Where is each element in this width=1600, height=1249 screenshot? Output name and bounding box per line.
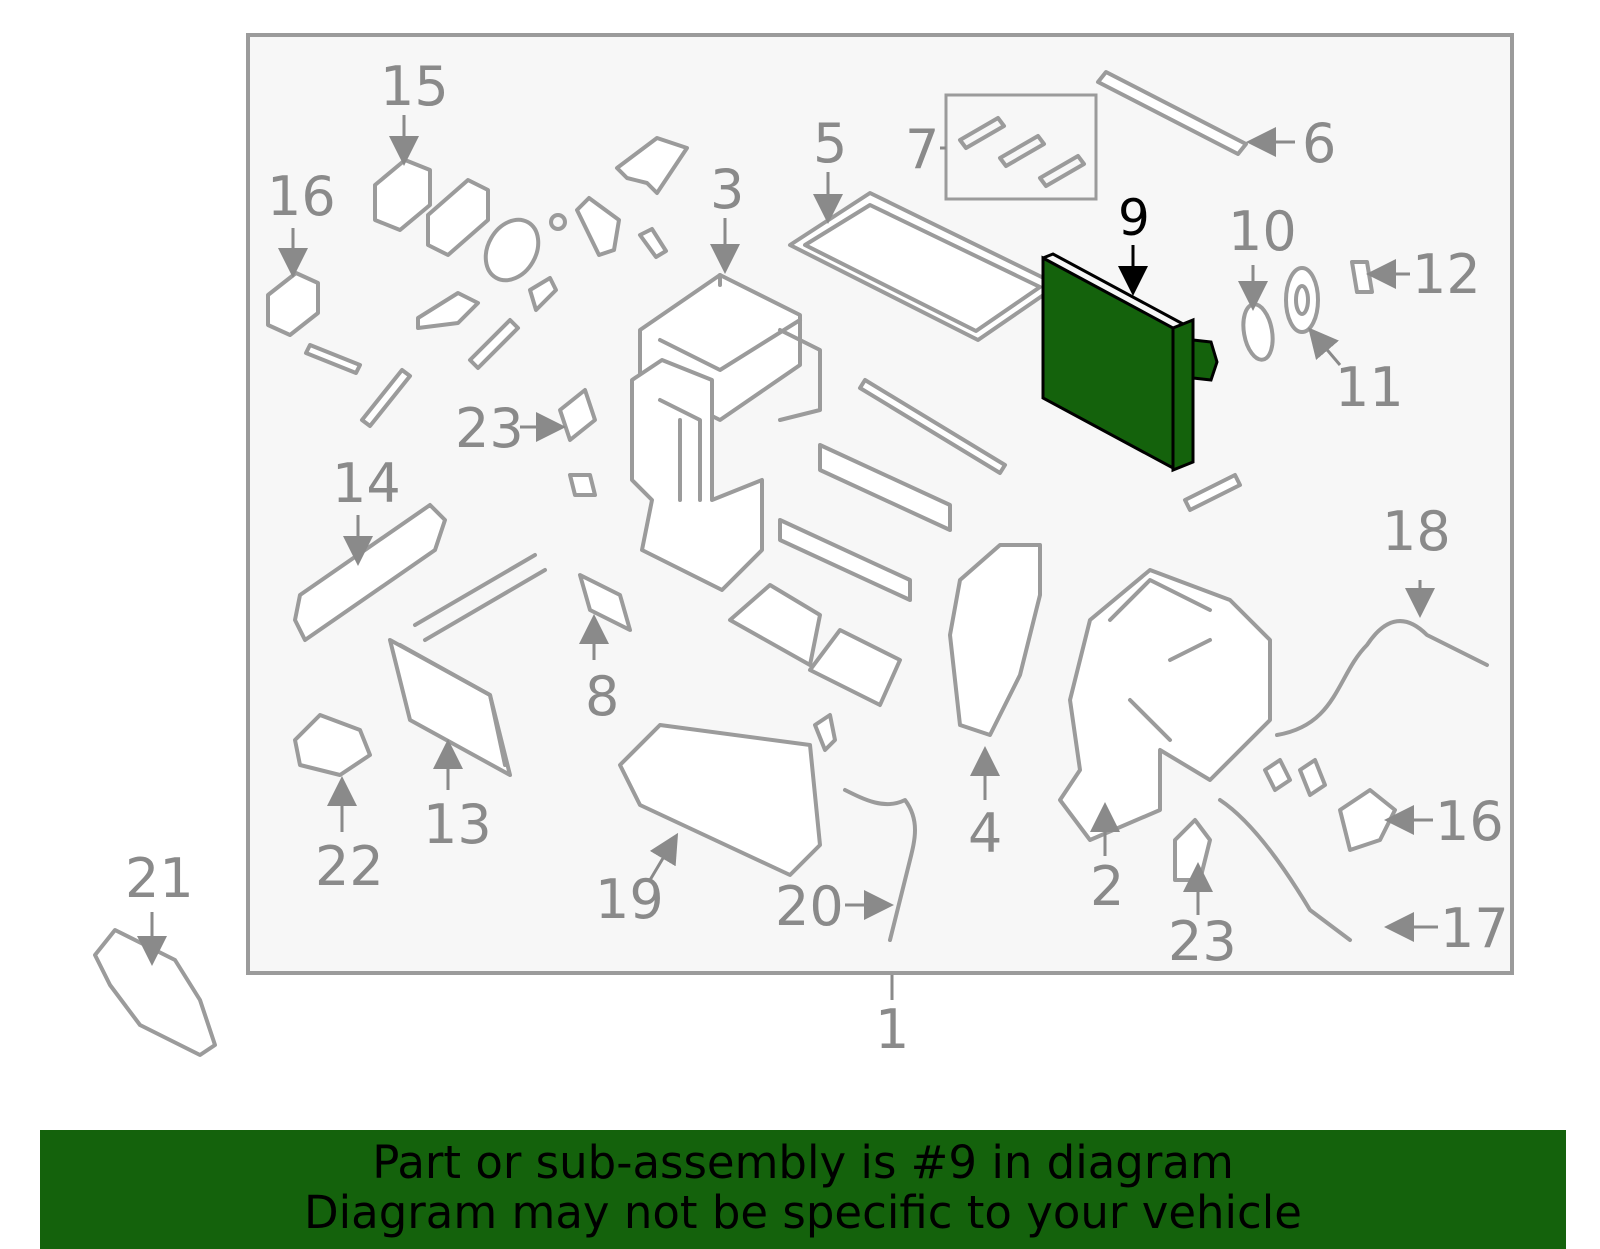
small-clip	[568, 473, 597, 497]
banner-line-2: Diagram may not be specific to your vehi…	[304, 1186, 1302, 1239]
callout-labels: 15 16 3 5 7 6 9 10 12 11 23 14 8 13 22 1…	[125, 55, 1509, 1061]
callout-3: 3	[710, 158, 744, 221]
callout-21: 21	[125, 847, 194, 910]
callout-11: 11	[1335, 356, 1404, 419]
part-14-duct	[293, 503, 447, 642]
part-23-seal-upper	[558, 388, 597, 442]
part-4-duct	[948, 543, 1042, 737]
callout-5: 5	[813, 112, 847, 175]
callout-17: 17	[1440, 897, 1509, 960]
callout-16-left: 16	[267, 165, 336, 228]
part-6-seal	[1096, 70, 1248, 156]
callout-8: 8	[585, 665, 619, 728]
callout-16-right: 16	[1435, 790, 1504, 853]
part-19-housing	[618, 723, 822, 877]
center-small-parts	[728, 378, 1242, 752]
callout-2: 2	[1090, 855, 1124, 918]
part-21-duct	[93, 928, 217, 1057]
callout-23-upper: 23	[455, 397, 524, 460]
part-13-heater-core	[388, 553, 547, 777]
top-left-small-parts	[304, 136, 689, 428]
callout-9: 9	[1118, 189, 1150, 247]
part-9-evaporator-core	[1041, 252, 1219, 473]
callout-23-lower: 23	[1168, 910, 1237, 973]
callout-15: 15	[380, 55, 449, 118]
callout-10: 10	[1228, 200, 1297, 263]
callout-12: 12	[1412, 243, 1481, 306]
callout-22: 22	[315, 835, 384, 898]
callout-18: 18	[1382, 500, 1451, 563]
banner-line-1: Part or sub-assembly is #9 in diagram	[372, 1136, 1234, 1189]
callout-4: 4	[968, 802, 1002, 865]
part-22-actuator	[293, 713, 372, 777]
part-20-hose	[843, 788, 917, 942]
callout-7: 7	[905, 118, 939, 181]
callout-19: 19	[595, 868, 664, 931]
callout-20: 20	[775, 875, 844, 938]
callout-13: 13	[423, 793, 492, 856]
leader-lines	[137, 115, 1438, 1000]
part-7-clips	[958, 116, 1086, 188]
part-3-upper-housing	[630, 273, 822, 592]
part-8-filter	[578, 573, 632, 632]
callout-1: 1	[875, 998, 909, 1061]
callout-6: 6	[1302, 112, 1336, 175]
info-banner: Part or sub-assembly is #9 in diagram Di…	[40, 1130, 1566, 1249]
callout-14: 14	[332, 452, 401, 515]
part-2-lower-housing	[1058, 568, 1272, 842]
